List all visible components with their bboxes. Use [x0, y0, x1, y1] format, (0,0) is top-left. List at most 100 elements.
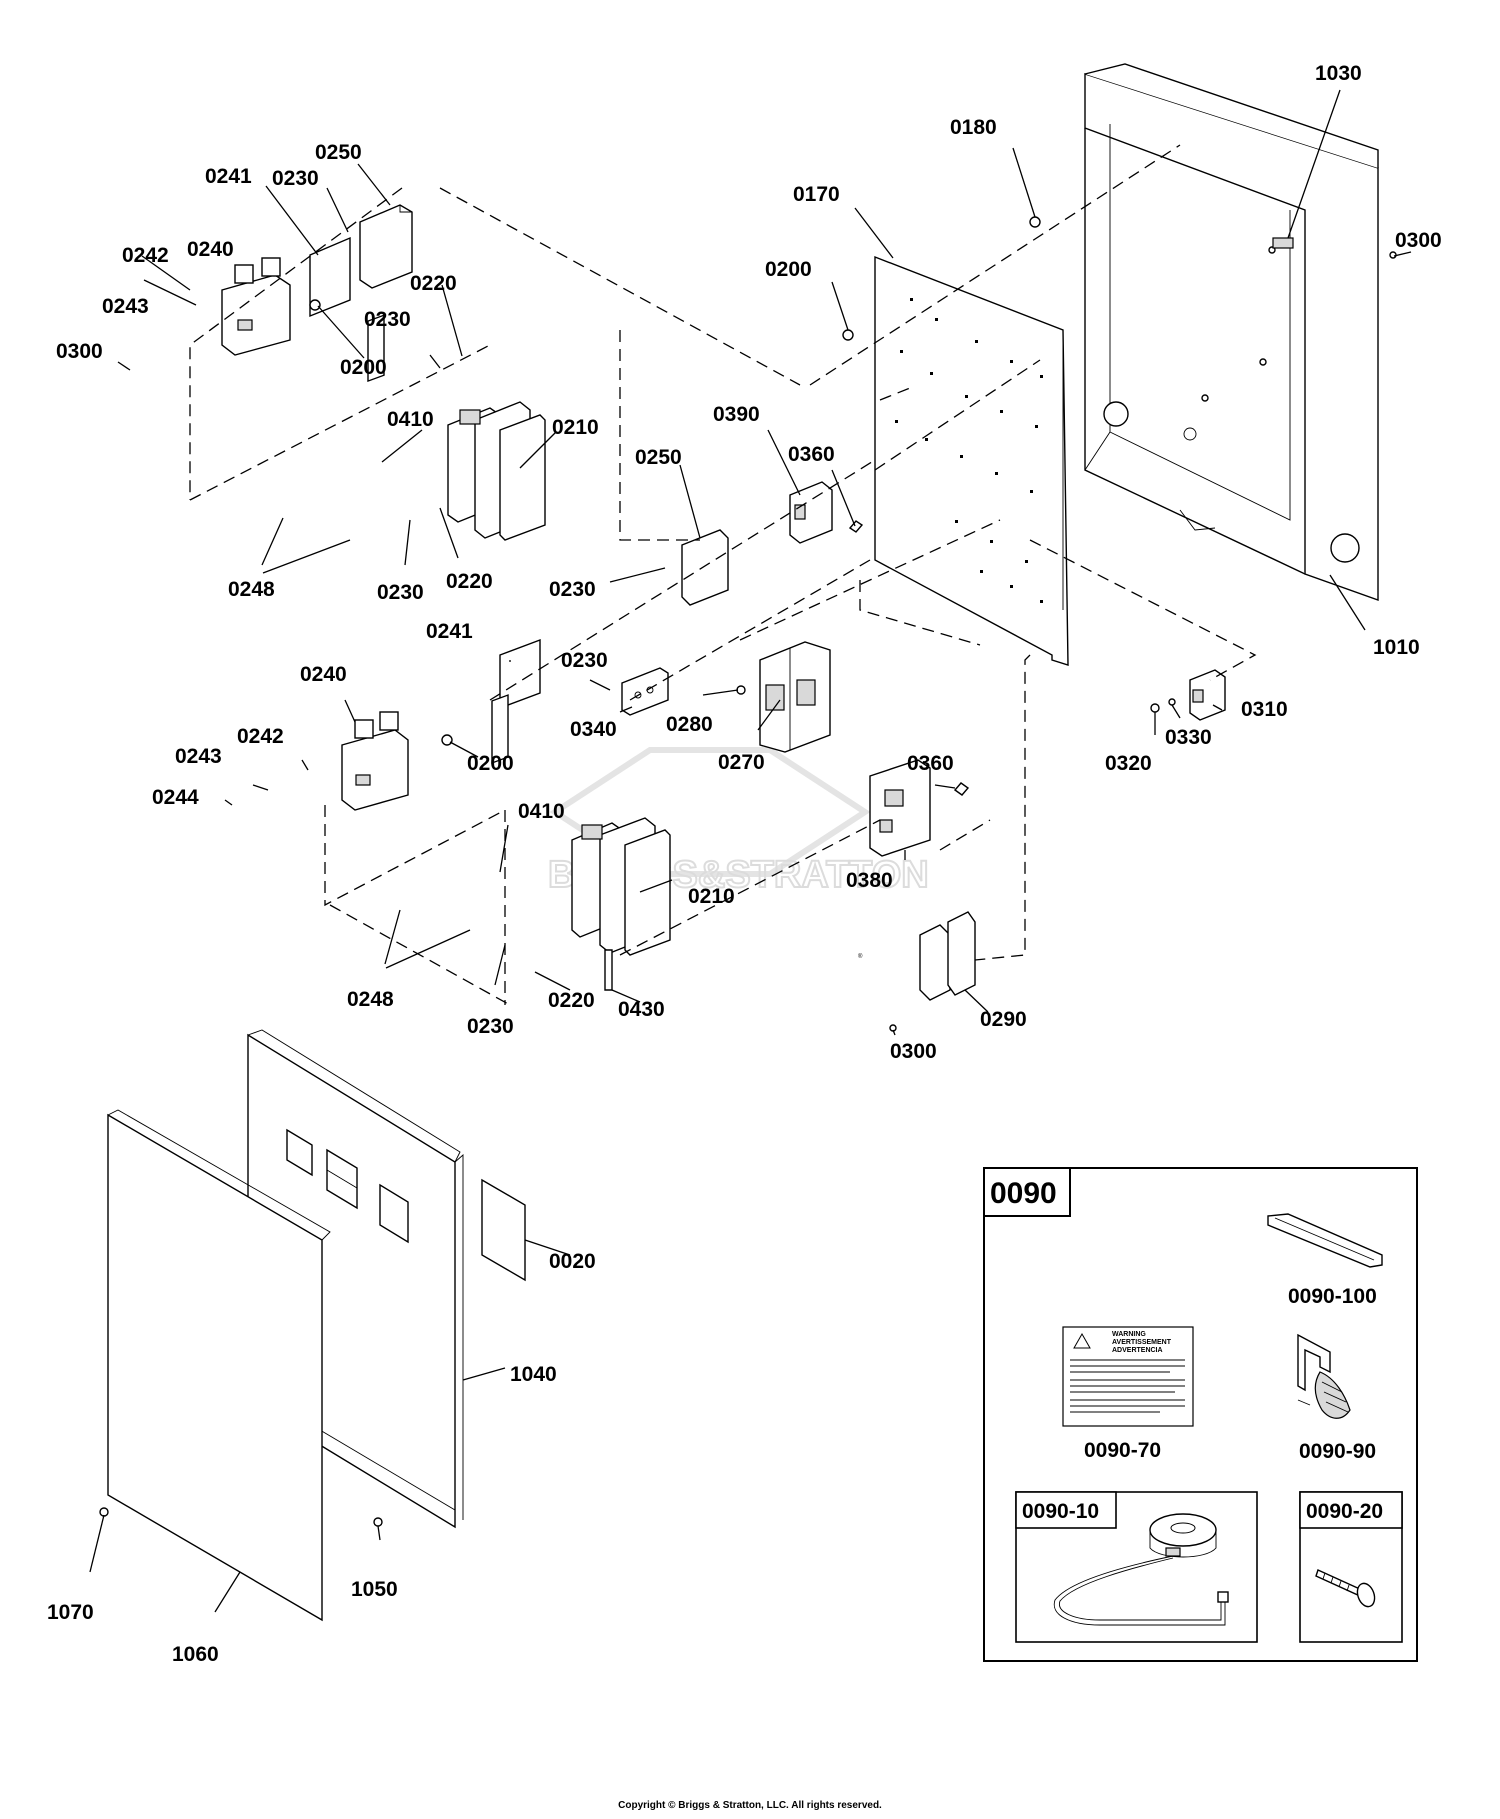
assembly-lines [189, 144, 1257, 1006]
callout-0300: 0300 [1395, 229, 1442, 252]
callout-0243: 0243 [175, 745, 222, 768]
callout-0200: 0200 [467, 752, 514, 775]
callout-0230: 0230 [467, 1015, 514, 1038]
kit-item-0090-100: 0090-100 [1288, 1285, 1377, 1308]
callout-0220: 0220 [548, 989, 595, 1012]
fastener-0360-upper [848, 520, 864, 533]
part-0300-screw [1389, 251, 1397, 259]
watermark-mark: ® [858, 953, 863, 960]
kit-item-0090-20: 0090-20 [1306, 1500, 1383, 1523]
wire-0430 [604, 949, 613, 991]
callout-0242: 0242 [237, 725, 284, 748]
callout-1060: 1060 [172, 1643, 219, 1666]
warning-label-line1: WARNING [1112, 1331, 1146, 1338]
callout-0020: 0020 [549, 1250, 596, 1273]
washer-0200-lower [441, 734, 453, 746]
callout-0270: 0270 [718, 751, 765, 774]
current-sensor-part [1053, 1513, 1229, 1626]
callout-0290: 0290 [980, 1008, 1027, 1031]
block-0270 [759, 641, 831, 753]
warning-label-line3: ADVERTENCIA [1112, 1347, 1163, 1354]
callout-0248: 0248 [228, 578, 275, 601]
callout-0340: 0340 [570, 718, 617, 741]
callout-1010: 1010 [1373, 636, 1420, 659]
cover-1060 [107, 1109, 331, 1622]
callout-0200: 0200 [340, 356, 387, 379]
bracket-0410-lower [491, 694, 509, 764]
callout-0210: 0210 [552, 416, 599, 439]
breaker-0210-upper [447, 401, 546, 541]
callout-0330: 0330 [1165, 726, 1212, 749]
callout-0230: 0230 [377, 581, 424, 604]
part-0180-washer [1029, 216, 1041, 228]
clip-0330 [1168, 698, 1176, 706]
warning-label-part: WARNING AVERTISSEMENT ADVERTENCIA [1062, 1326, 1194, 1427]
copyright-footer: Copyright © Briggs & Stratton, LLC. All … [618, 1800, 882, 1811]
callout-0180: 0180 [950, 116, 997, 139]
heater-clip-part [1297, 1333, 1351, 1419]
callout-0410: 0410 [387, 408, 434, 431]
washer-0200-upper [309, 299, 321, 311]
callout-0300: 0300 [56, 340, 103, 363]
callout-0380: 0380 [846, 869, 893, 892]
part-0200-washer [842, 329, 854, 341]
callout-0241: 0241 [426, 620, 473, 643]
callout-0248: 0248 [347, 988, 394, 1011]
callout-0240: 0240 [187, 238, 234, 261]
screw-0280 [736, 685, 746, 695]
screw-part [1315, 1569, 1376, 1608]
sensor-0290 [919, 911, 976, 1001]
bracket-0250-upper [359, 204, 413, 289]
callout-1070: 1070 [47, 1601, 94, 1624]
latch-1070 [99, 1507, 109, 1517]
callout-0300: 0300 [890, 1040, 937, 1063]
screw-1050 [373, 1517, 383, 1527]
kit-0090-box: 0090 0090-100 WARNING AVERTISSEMENT ADVE… [983, 1167, 1418, 1662]
callout-0230: 0230 [561, 649, 608, 672]
callout-0241: 0241 [205, 165, 252, 188]
callout-0230: 0230 [549, 578, 596, 601]
callout-1030: 1030 [1315, 62, 1362, 85]
callout-0244: 0244 [152, 786, 199, 809]
callout-0242: 0242 [122, 244, 169, 267]
part-1030 [1272, 237, 1294, 249]
kit-item-0090-70: 0090-70 [1084, 1439, 1161, 1462]
board-0380 [869, 759, 931, 857]
callout-0220: 0220 [410, 272, 457, 295]
kit-title: 0090 [990, 1177, 1057, 1210]
callout-0243: 0243 [102, 295, 149, 318]
fastener-0360-lower [953, 782, 970, 796]
callout-0220: 0220 [446, 570, 493, 593]
enclosure-1010 [1084, 63, 1379, 601]
callout-0230: 0230 [364, 308, 411, 331]
callout-0360: 0360 [907, 752, 954, 775]
strap-part [1267, 1213, 1383, 1268]
callout-0280: 0280 [666, 713, 713, 736]
switch-0390 [789, 481, 833, 544]
kit-item-0090-90: 0090-90 [1299, 1440, 1376, 1463]
callout-0200: 0200 [765, 258, 812, 281]
contactor-0240-upper [221, 257, 291, 356]
switch-0310 [1189, 669, 1226, 721]
callout-0230: 0230 [272, 167, 319, 190]
contactor-0240-lower [341, 711, 409, 811]
callout-1040: 1040 [510, 1363, 557, 1386]
callout-0210: 0210 [688, 885, 735, 908]
warning-label-line2: AVERTISSEMENT [1112, 1339, 1172, 1346]
callout-0430: 0430 [618, 998, 665, 1021]
callout-0310: 0310 [1241, 698, 1288, 721]
callout-0250: 0250 [315, 141, 362, 164]
callout-0320: 0320 [1105, 752, 1152, 775]
fuse-0320 [1150, 703, 1160, 713]
callout-0360: 0360 [788, 443, 835, 466]
plate-0241-lower [499, 638, 541, 710]
callout-labels: 1030 0180 0300 0170 0200 0250 0241 0230 … [47, 62, 1442, 1666]
callout-0170: 0170 [793, 183, 840, 206]
callout-0390: 0390 [713, 403, 760, 426]
bracket-0410-upper [367, 314, 385, 383]
plate-0241-upper [309, 236, 351, 318]
label-0020 [481, 1178, 526, 1282]
callout-0410: 0410 [518, 800, 565, 823]
breaker-0210-lower [571, 817, 671, 956]
